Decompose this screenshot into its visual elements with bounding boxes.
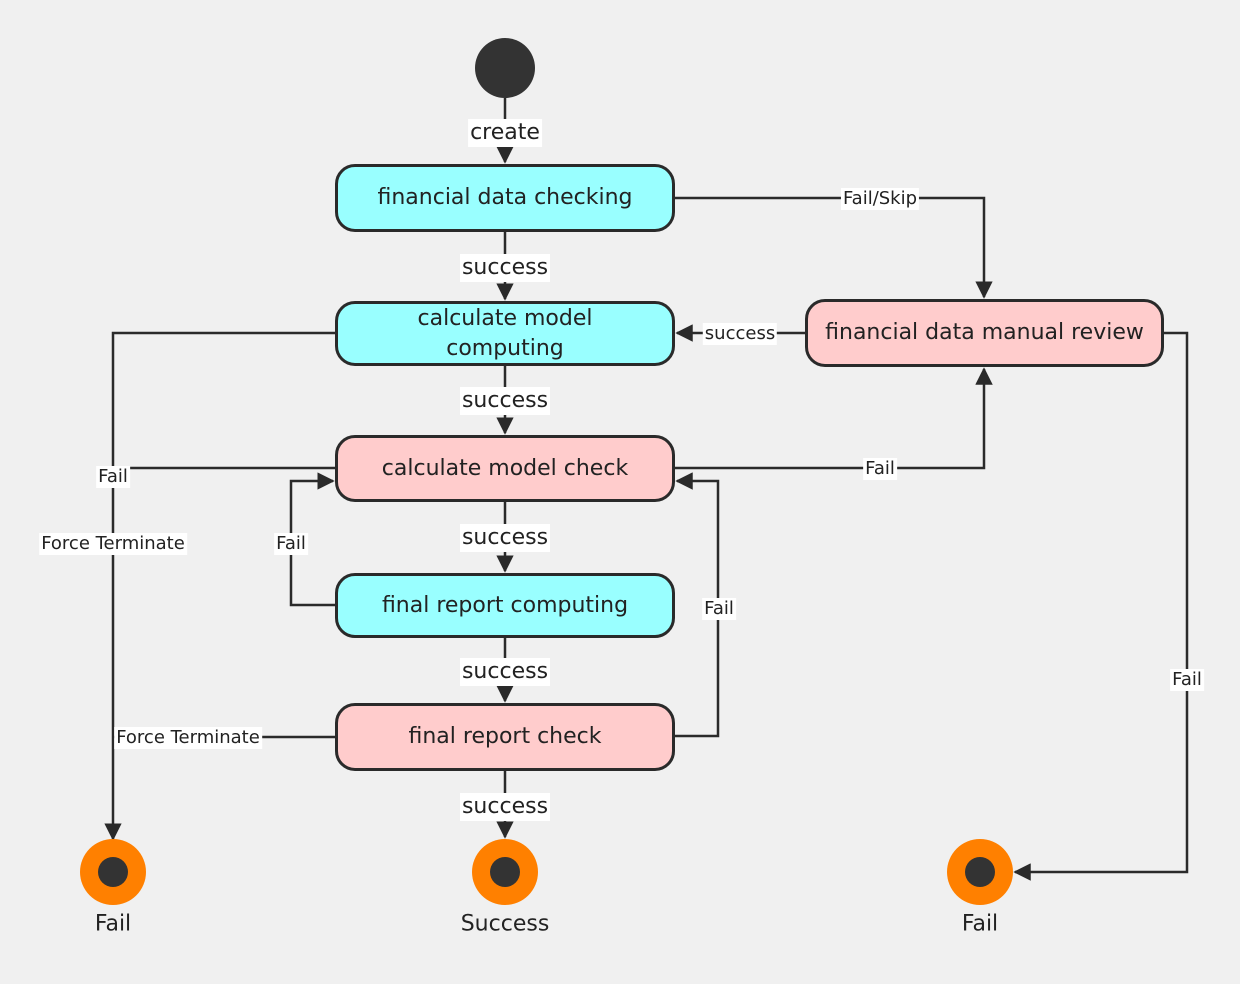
- label-success-5: success: [459, 793, 551, 821]
- label-success-2: success: [459, 387, 551, 415]
- end-node-fail-right: [947, 839, 1013, 905]
- label-fail-review: Fail: [1170, 669, 1204, 691]
- label-create: create: [468, 119, 542, 147]
- edge-force-terminate-1: [104, 331, 335, 841]
- label-success-4: success: [459, 658, 551, 686]
- edge-fail-skip: [675, 196, 993, 299]
- state-financial-data-checking: financial data checking: [335, 164, 675, 232]
- label-fail-skip: Fail/Skip: [840, 188, 920, 210]
- state-calculate-model-computing: calculate model computing: [335, 301, 675, 366]
- state-calculate-model-check: calculate model check: [335, 435, 675, 502]
- label-fail-loop: Fail: [274, 533, 308, 555]
- label-force-terminate-2: Force Terminate: [114, 727, 262, 749]
- start-node: [475, 38, 535, 98]
- label-fail-right-loop: Fail: [702, 598, 736, 620]
- label-force-terminate-1: Force Terminate: [39, 533, 187, 555]
- label-success-3: success: [459, 524, 551, 552]
- label-fail-to-review: Fail: [863, 458, 897, 480]
- edge-review-fail: [1013, 331, 1189, 881]
- label-success-1: success: [459, 254, 551, 282]
- state-final-report-check: final report check: [335, 703, 675, 771]
- end-node-success: [472, 839, 538, 905]
- end-label-success: Success: [460, 911, 550, 937]
- end-label-fail-left: Fail: [94, 911, 132, 937]
- state-financial-data-manual-review: financial data manual review: [805, 299, 1164, 367]
- label-fail-left: Fail: [96, 466, 130, 488]
- end-label-fail-right: Fail: [961, 911, 999, 937]
- edge-fail-to-review: [675, 367, 993, 470]
- state-final-report-computing: final report computing: [335, 573, 675, 638]
- label-success-review: success: [702, 323, 778, 345]
- end-node-fail-left: [80, 839, 146, 905]
